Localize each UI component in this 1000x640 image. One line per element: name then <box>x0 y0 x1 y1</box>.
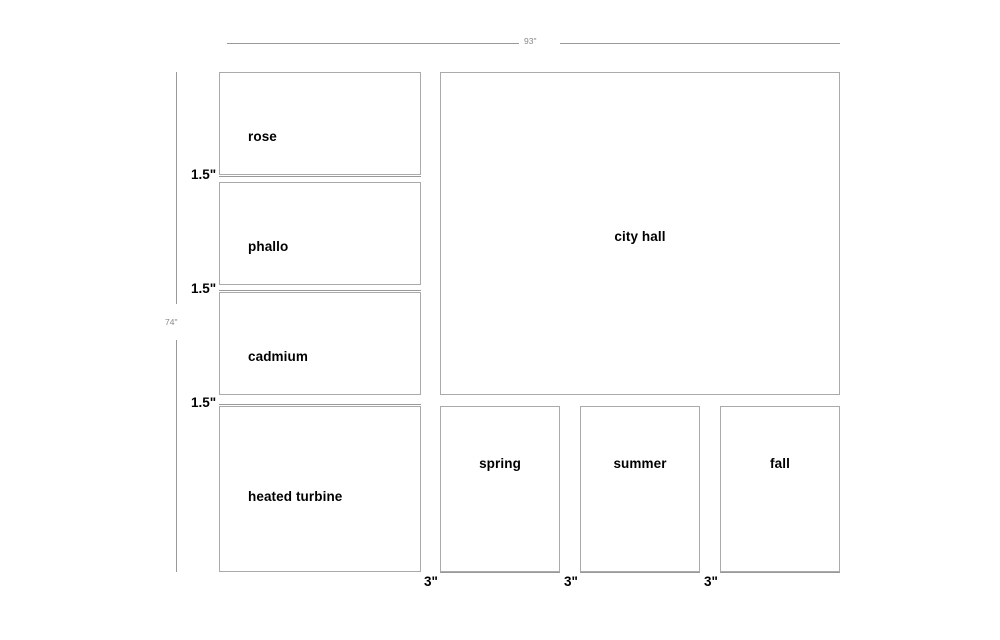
panel-rose[interactable]: rose <box>219 72 421 175</box>
gap-label-phallo-cadmium: 1.5" <box>191 281 217 296</box>
panel-cadmium[interactable]: cadmium <box>219 292 421 395</box>
panel-summer[interactable]: summer <box>580 406 700 572</box>
gap-leader-rose-phallo <box>219 176 421 177</box>
panel-phallo[interactable]: phallo <box>219 182 421 285</box>
overall-height-dimension-line-bottom <box>176 340 177 572</box>
gap-label-cadmium-heated-turbine: 1.5" <box>191 395 217 410</box>
panel-spring-label: spring <box>479 456 521 471</box>
gap-leader-phallo-cadmium <box>219 290 421 291</box>
panel-cadmium-label: cadmium <box>248 349 308 364</box>
panel-spring[interactable]: spring <box>440 406 560 572</box>
overall-width-label: 93" <box>524 36 537 46</box>
panel-heated-turbine[interactable]: heated turbine <box>219 406 421 572</box>
panel-fall[interactable]: fall <box>720 406 840 572</box>
gap-leader-cadmium-heated-turbine <box>219 404 421 405</box>
panel-city-hall-label: city hall <box>614 229 666 244</box>
panel-city-hall[interactable]: city hall <box>440 72 840 395</box>
gap-label-rose-phallo: 1.5" <box>191 167 217 182</box>
gap-label-heated-turbine-spring: 3" <box>424 574 438 589</box>
panel-heated-turbine-label: heated turbine <box>248 489 343 504</box>
overall-width-dimension-line-right <box>560 43 840 44</box>
panel-summer-label: summer <box>613 456 667 471</box>
overall-height-label: 74" <box>165 317 178 327</box>
panel-phallo-label: phallo <box>248 239 289 254</box>
overall-width-dimension-line-left <box>227 43 519 44</box>
overall-height-dimension-line-top <box>176 72 177 304</box>
gap-leader-heated-turbine-spring <box>440 572 560 573</box>
gap-leader-spring-summer <box>580 572 700 573</box>
panel-rose-label: rose <box>248 129 277 144</box>
gap-label-summer-fall: 3" <box>704 574 718 589</box>
panel-fall-label: fall <box>770 456 790 471</box>
gap-label-spring-summer: 3" <box>564 574 578 589</box>
gap-leader-summer-fall <box>720 572 840 573</box>
